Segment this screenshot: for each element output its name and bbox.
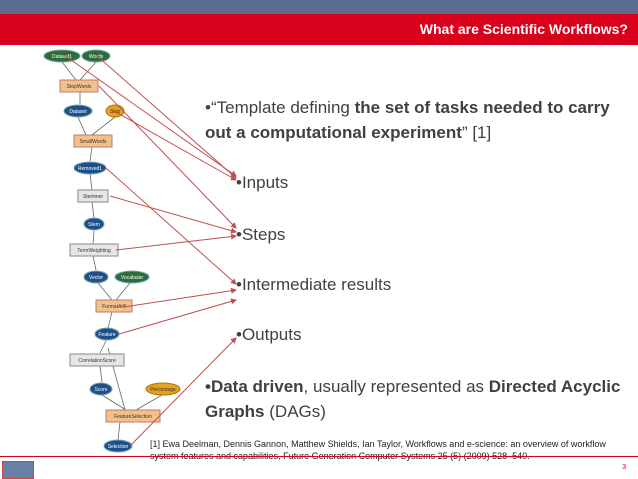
reference-citation: [1] Ewa Deelman, Dennis Gannon, Matthew … <box>150 439 606 461</box>
annotation-arrows <box>63 54 237 447</box>
node-dataset <box>63 104 93 118</box>
node-vocabular-label: Vocabular <box>121 275 144 281</box>
node-words-label: Words <box>89 54 104 60</box>
node-correlationscore-label: CorrelationScore <box>78 358 116 364</box>
bullet-data-driven-dag: Directed Acyclic Graphs <box>205 377 621 421</box>
node-stem-label: Stem <box>88 222 100 228</box>
node-score <box>89 382 113 396</box>
node-formatarff-label: FormatArff <box>102 304 126 310</box>
node-termweighting-label: TermWeighting <box>77 248 110 254</box>
node-vector-label: Vector <box>89 275 104 281</box>
node-vocabular <box>114 270 150 284</box>
bullet-data-driven-post: (DAGs) <box>264 402 326 421</box>
node-stopwords <box>59 79 99 93</box>
bullet-definition-pre: •“Template defining <box>205 98 355 117</box>
node-featureselection-label: FeatureSelection <box>114 414 152 420</box>
node-dataset-label: Dataset <box>69 109 87 115</box>
page-number: 3 <box>622 464 626 471</box>
node-dataset1-label: Dataset1 <box>52 54 72 60</box>
bullet-inputs: •Inputs <box>236 173 289 192</box>
node-correlationscore <box>69 353 125 367</box>
node-percentage-label: Percentage <box>150 387 176 393</box>
node-selection <box>103 439 133 453</box>
institution-logo <box>2 461 34 479</box>
node-dataset1 <box>43 49 81 63</box>
bullet-outputs: •Outputs <box>236 325 302 344</box>
bullet-definition: •“Template defining the set of tasks nee… <box>205 95 625 145</box>
bullet-definition-post: ” [1] <box>461 123 492 142</box>
slide-title: What are Scientific Workflows? <box>419 21 628 37</box>
node-selection-label: Selection <box>108 444 129 450</box>
top-bar <box>0 0 638 14</box>
bullet-steps: •Steps <box>236 225 286 244</box>
node-words <box>81 49 111 63</box>
node-stemmer <box>77 189 109 203</box>
bullet-intermediate-results: •Intermediate results <box>236 275 392 294</box>
node-feature-label: Feature <box>98 332 115 338</box>
bullet-data-driven-mid: , usually represented as <box>303 377 489 396</box>
footer-divider <box>0 456 638 457</box>
node-stem <box>83 217 105 231</box>
node-score-label: Score <box>94 387 107 393</box>
node-percentage <box>145 382 181 396</box>
title-bar <box>0 14 638 45</box>
node-smallwords-label: SmallWords <box>80 139 107 145</box>
node-removed1-label: Removed1 <box>78 166 102 172</box>
bullet-definition-bold: the set of tasks needed to carry out a c… <box>205 98 610 142</box>
node-stopwords-label: StopWords <box>67 84 92 90</box>
node-vector <box>83 270 109 284</box>
bullet-data-driven: •Data driven, usually represented as Dir… <box>205 374 625 424</box>
bullet-data-driven-bold: •Data driven <box>205 377 304 396</box>
node-stemmer-label: Stemmer <box>83 194 104 200</box>
node-smallwords <box>73 134 113 148</box>
